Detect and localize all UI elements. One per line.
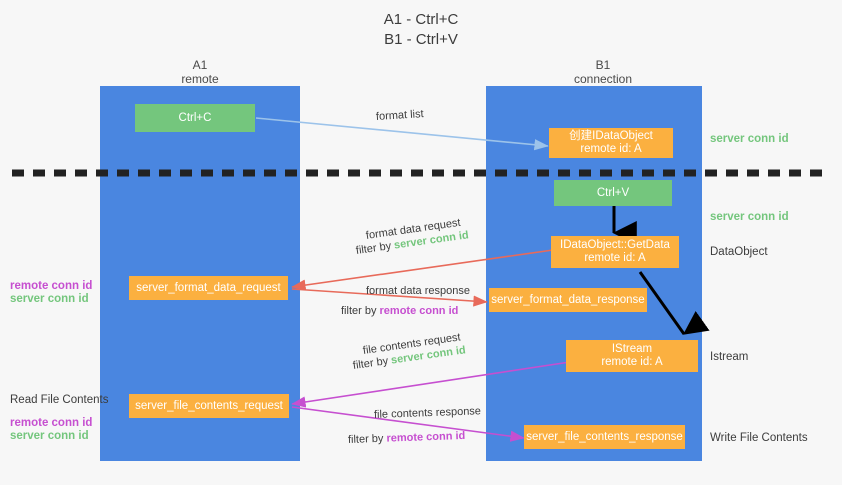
edge-label-file-contents-response-filter: filter by remote conn id [348,430,466,446]
node-idataobject-getdata-remote-id: remote id: A [584,252,646,264]
page-title: A1 - Ctrl+C B1 - Ctrl+V [0,10,842,50]
right-label-data-object: DataObject [710,246,768,258]
column-header-a1-name: A1 [192,58,208,72]
node-istream[interactable]: IStream remote id: A [566,340,698,372]
column-header-b1: B1 connection [503,58,703,86]
filter-prefix: filter by [355,239,395,257]
right-label-server-conn-id-top: server conn id [710,133,789,145]
node-server-file-contents-response[interactable]: server_file_contents_response [524,425,685,449]
edge-label-file-contents-response-line1: file contents response [374,405,481,421]
node-ctrl-c-label: Ctrl+C [178,111,212,124]
node-idataobject-getdata-label: IDataObject::GetData [560,239,670,251]
edge-label-format-data-response-line1: format data response [366,285,470,297]
node-istream-label: IStream [611,343,653,355]
node-create-idataobject-label: 创建IDataObject [569,130,653,142]
left-label-remote-conn-id-2: remote conn id [10,417,93,429]
node-istream-remote-id: remote id: A [601,356,663,368]
filter-prefix: filter by [341,305,380,317]
node-server-file-contents-request-label: server_file_contents_request [135,399,283,412]
node-create-idataobject-remote-id: remote id: A [580,143,642,155]
filter-prefix: filter by [352,354,392,372]
left-label-server-conn-id-2: server conn id [10,430,89,442]
edge-label-format-data-response-text: format data response [366,285,470,297]
filter-value-remote-conn-id: remote conn id [379,305,459,317]
title-line-1: A1 - Ctrl+C [383,11,459,28]
filter-value-remote-conn-id: remote conn id [386,429,466,445]
node-server-format-data-request[interactable]: server_format_data_request [129,276,288,300]
left-label-server-conn-id-1: server conn id [10,293,89,305]
filter-prefix: filter by [347,432,387,446]
node-server-format-data-response[interactable]: server_format_data_response [489,288,647,312]
node-server-file-contents-response-label: server_file_contents_response [526,430,683,443]
right-label-istream: Istream [710,351,749,363]
column-header-b1-name: B1 [595,58,611,72]
edge-label-format-data-response-filter: filter by remote conn id [341,305,458,317]
right-label-write-file-contents: Write File Contents [710,432,808,444]
node-server-format-data-response-label: server_format_data_response [491,293,645,306]
column-header-a1: A1 remote [100,58,300,86]
right-label-server-conn-id-mid: server conn id [710,211,789,223]
left-label-remote-conn-id-1: remote conn id [10,280,93,292]
node-create-idataobject[interactable]: 创建IDataObject remote id: A [549,128,673,158]
column-header-b1-sub: connection [573,72,633,86]
edge-label-format-list: format list [376,108,424,123]
title-line-2: B1 - Ctrl+V [384,31,458,48]
node-server-format-data-request-label: server_format_data_request [136,281,281,294]
node-ctrl-v-label: Ctrl+V [596,186,630,199]
node-idataobject-getdata[interactable]: IDataObject::GetData remote id: A [551,236,679,268]
node-ctrl-c[interactable]: Ctrl+C [135,104,255,132]
left-label-read-file-contents: Read File Contents [10,394,109,406]
edge-label-file-contents-response-text: file contents response [373,405,482,421]
edge-label-format-list-text: format list [375,108,424,123]
node-server-file-contents-request[interactable]: server_file_contents_request [129,394,289,418]
node-ctrl-v[interactable]: Ctrl+V [554,180,672,206]
column-header-a1-sub: remote [181,72,219,86]
